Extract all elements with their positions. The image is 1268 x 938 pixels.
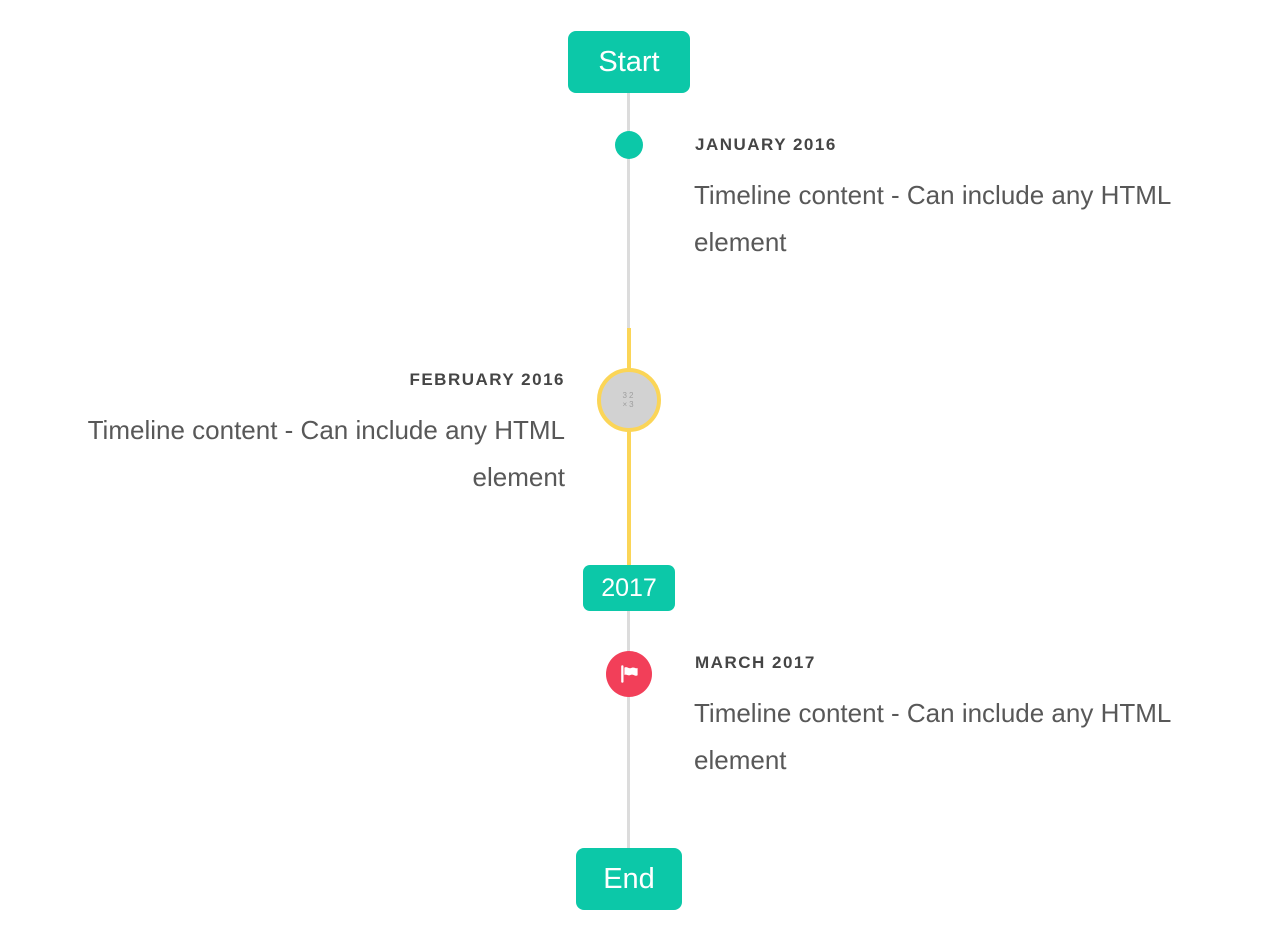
- item-date-february: FEBRUARY 2016: [409, 370, 565, 389]
- broken-image-placeholder: ×3: [622, 400, 636, 409]
- timeline-flag-node-march: [606, 651, 652, 697]
- item-date-march: MARCH 2017: [695, 653, 816, 672]
- item-date-january: JANUARY 2016: [695, 135, 837, 154]
- end-badge: End: [576, 848, 682, 910]
- timeline-image-node-february: 32 ×3: [597, 368, 661, 432]
- item-content-january: Timeline content - Can include any HTML …: [694, 180, 1171, 257]
- broken-image-placeholder: 32: [622, 391, 636, 400]
- start-badge: Start: [568, 31, 690, 93]
- item-content-february: Timeline content - Can include any HTML …: [87, 415, 565, 492]
- year-badge-2017: 2017: [583, 565, 675, 611]
- flag-icon: [617, 662, 641, 686]
- timeline-dot-january: [615, 131, 643, 159]
- timeline-line-highlight: [627, 328, 631, 566]
- item-content-march: Timeline content - Can include any HTML …: [694, 698, 1171, 775]
